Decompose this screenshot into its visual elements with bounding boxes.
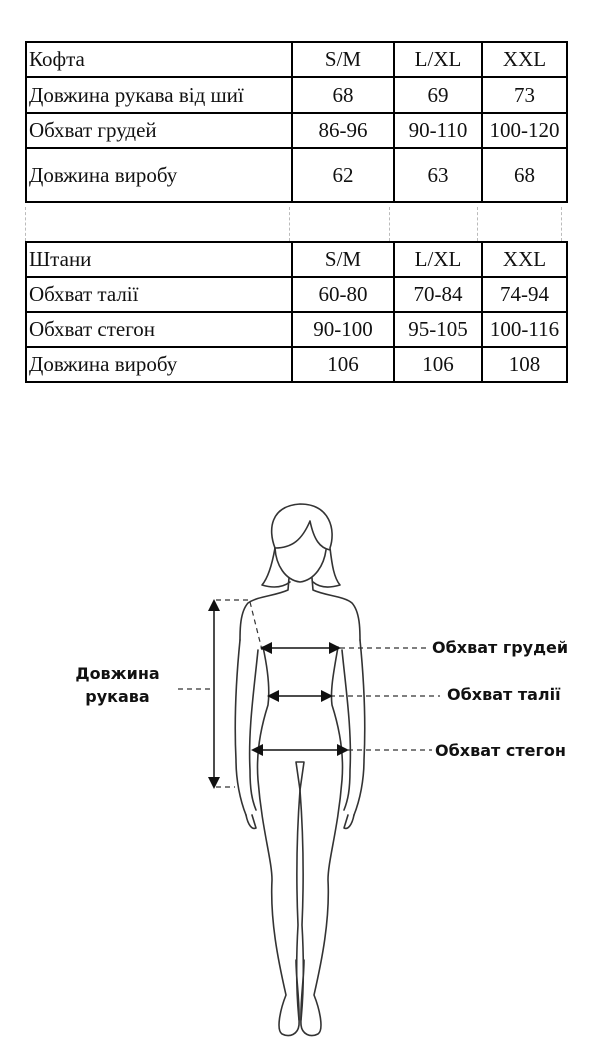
table-cell: Кофта bbox=[25, 41, 293, 78]
table-row: Довжина рукава від шиї 68 69 73 bbox=[25, 76, 568, 114]
table-cell: 106 bbox=[393, 346, 483, 383]
table-cell: Штани bbox=[25, 241, 293, 278]
table-cell: 90-100 bbox=[291, 311, 395, 348]
table-cell: 90-110 bbox=[393, 112, 483, 149]
table-cell: 100-120 bbox=[481, 112, 568, 149]
table-row: Довжина виробу 62 63 68 bbox=[25, 147, 568, 203]
bottom-size-table: Штани S/M L/XL XXL Обхват талії 60-80 70… bbox=[25, 241, 568, 383]
table-cell: XXL bbox=[481, 241, 568, 278]
table-cell: S/M bbox=[291, 241, 395, 278]
table-row: Довжина виробу 106 106 108 bbox=[25, 346, 568, 383]
table-cell: 73 bbox=[481, 76, 568, 114]
table-cell: 106 bbox=[291, 346, 395, 383]
table-cell: 74-94 bbox=[481, 276, 568, 313]
table-cell: 68 bbox=[481, 147, 568, 203]
table-cell: Обхват грудей bbox=[25, 112, 293, 149]
sleeve-length-label: Довжина рукава bbox=[60, 662, 175, 708]
table-cell: 63 bbox=[393, 147, 483, 203]
measurement-figure: Довжина рукава Обхват грудей Обхват талі… bbox=[0, 480, 600, 1061]
table-cell: 68 bbox=[291, 76, 395, 114]
table-cell: 86-96 bbox=[291, 112, 395, 149]
table-cell: 62 bbox=[291, 147, 395, 203]
table-cell: Обхват талії bbox=[25, 276, 293, 313]
table-cell: 60-80 bbox=[291, 276, 395, 313]
sleeve-label-line2: рукава bbox=[85, 687, 150, 706]
table-cell: 95-105 bbox=[393, 311, 483, 348]
table-cell: Обхват стегон bbox=[25, 311, 293, 348]
table-cell: Довжина рукава від шиї bbox=[25, 76, 293, 114]
table-cell: 69 bbox=[393, 76, 483, 114]
table-cell: 70-84 bbox=[393, 276, 483, 313]
hips-label: Обхват стегон bbox=[435, 741, 566, 760]
table-cell: Довжина виробу bbox=[25, 147, 293, 203]
chest-label: Обхват грудей bbox=[432, 638, 569, 657]
table-cell: L/XL bbox=[393, 241, 483, 278]
sleeve-label-line1: Довжина bbox=[75, 664, 160, 683]
table-gap-gridlines bbox=[25, 207, 562, 241]
top-size-table: Кофта S/M L/XL XXL Довжина рукава від ши… bbox=[25, 41, 568, 203]
table-header-row: Штани S/M L/XL XXL bbox=[25, 241, 568, 278]
waist-label: Обхват талії bbox=[447, 685, 561, 704]
table-cell: Довжина виробу bbox=[25, 346, 293, 383]
table-header-row: Кофта S/M L/XL XXL bbox=[25, 41, 568, 78]
table-cell: L/XL bbox=[393, 41, 483, 78]
table-cell: XXL bbox=[481, 41, 568, 78]
table-row: Обхват грудей 86-96 90-110 100-120 bbox=[25, 112, 568, 149]
table-row: Обхват стегон 90-100 95-105 100-116 bbox=[25, 311, 568, 348]
table-row: Обхват талії 60-80 70-84 74-94 bbox=[25, 276, 568, 313]
table-cell: 100-116 bbox=[481, 311, 568, 348]
table-cell: S/M bbox=[291, 41, 395, 78]
woman-body-outline-icon bbox=[178, 503, 440, 1037]
table-cell: 108 bbox=[481, 346, 568, 383]
